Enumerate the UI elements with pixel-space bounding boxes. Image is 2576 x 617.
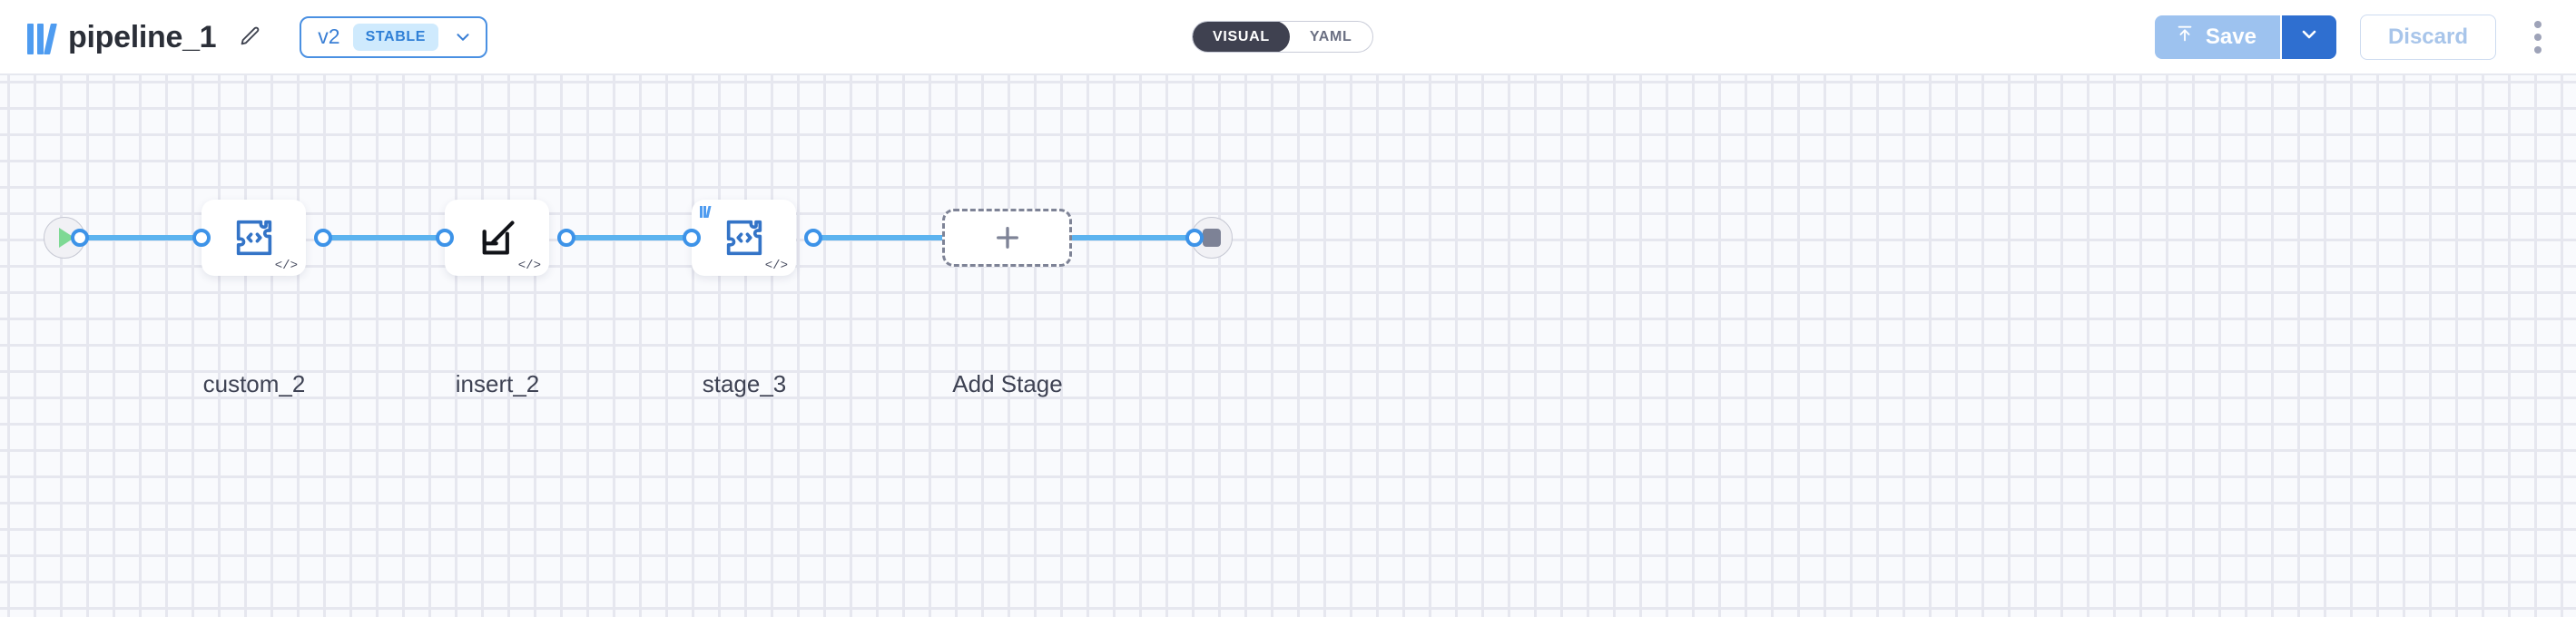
stage-node-stage-3[interactable]: </> xyxy=(692,200,796,276)
pipeline-graph: </> custom_2 </> insert_2 xyxy=(0,75,2576,617)
stage-label-stage-3: stage_3 xyxy=(702,370,787,397)
code-badge: </> xyxy=(517,259,541,273)
port-custom-2-in[interactable] xyxy=(192,229,211,247)
port-insert-2-in[interactable] xyxy=(436,229,454,247)
app-header: pipeline_1 v2 STABLE VISUAL YAML xyxy=(0,0,2576,75)
save-button[interactable]: Save xyxy=(2154,15,2280,59)
brand-bars-icon xyxy=(700,205,712,218)
status-badge: STABLE xyxy=(352,23,439,51)
add-stage-card[interactable] xyxy=(942,209,1072,267)
play-icon xyxy=(59,228,74,248)
stage-label-insert-2: insert_2 xyxy=(455,370,540,397)
stage-card[interactable]: </> xyxy=(445,200,549,276)
tab-yaml[interactable]: YAML xyxy=(1309,29,1352,44)
start-node-circle xyxy=(44,217,85,259)
header-right-group: Save Discard xyxy=(2154,0,2556,73)
plus-icon xyxy=(996,227,1018,249)
port-start-out[interactable] xyxy=(71,229,89,247)
brand-bars-icon xyxy=(27,20,57,54)
port-insert-2-out[interactable] xyxy=(557,229,575,247)
kebab-menu-icon[interactable] xyxy=(2520,15,2556,59)
add-stage-node[interactable] xyxy=(942,209,1072,267)
save-options-button[interactable] xyxy=(2279,15,2336,59)
page-title: pipeline_1 xyxy=(68,19,217,54)
custom-code-puzzle-icon xyxy=(726,220,762,256)
custom-code-puzzle-icon xyxy=(236,220,271,256)
stop-icon xyxy=(1203,229,1221,247)
add-stage-label: Add Stage xyxy=(952,370,1063,397)
save-button-label: Save xyxy=(2205,24,2256,49)
port-end-in[interactable] xyxy=(1185,229,1204,247)
stage-label-custom-2: custom_2 xyxy=(202,370,306,397)
insert-arrow-into-box-icon xyxy=(482,220,515,255)
discard-button[interactable]: Discard xyxy=(2359,14,2496,60)
tab-visual[interactable]: VISUAL xyxy=(1193,22,1290,52)
stage-node-custom-2[interactable]: </> xyxy=(202,200,306,276)
chevron-down-icon xyxy=(453,27,473,47)
start-node[interactable] xyxy=(44,217,85,259)
stage-node-insert-2[interactable]: </> xyxy=(445,200,549,276)
discard-button-label: Discard xyxy=(2387,24,2468,49)
chevron-down-icon xyxy=(2298,24,2320,50)
stage-card[interactable]: </> xyxy=(202,200,306,276)
stage-card[interactable]: </> xyxy=(692,200,796,276)
code-badge: </> xyxy=(274,259,298,273)
save-button-group: Save xyxy=(2154,15,2336,59)
edge-layer xyxy=(77,235,1199,240)
end-node-circle xyxy=(1191,217,1233,259)
pipeline-canvas[interactable]: </> custom_2 </> insert_2 xyxy=(0,75,2576,617)
port-stage-3-in[interactable] xyxy=(683,229,701,247)
end-node[interactable] xyxy=(1191,217,1233,259)
upload-arrow-icon xyxy=(2175,23,2195,51)
version-selector[interactable]: v2 STABLE xyxy=(300,15,488,58)
code-badge: </> xyxy=(764,259,788,273)
view-mode-toggle[interactable]: VISUAL YAML xyxy=(1192,21,1373,53)
version-label: v2 xyxy=(318,24,340,48)
port-stage-3-out[interactable] xyxy=(804,229,822,247)
header-left-group: pipeline_1 v2 STABLE xyxy=(27,0,488,73)
port-custom-2-out[interactable] xyxy=(314,229,332,247)
pencil-icon[interactable] xyxy=(234,22,265,53)
